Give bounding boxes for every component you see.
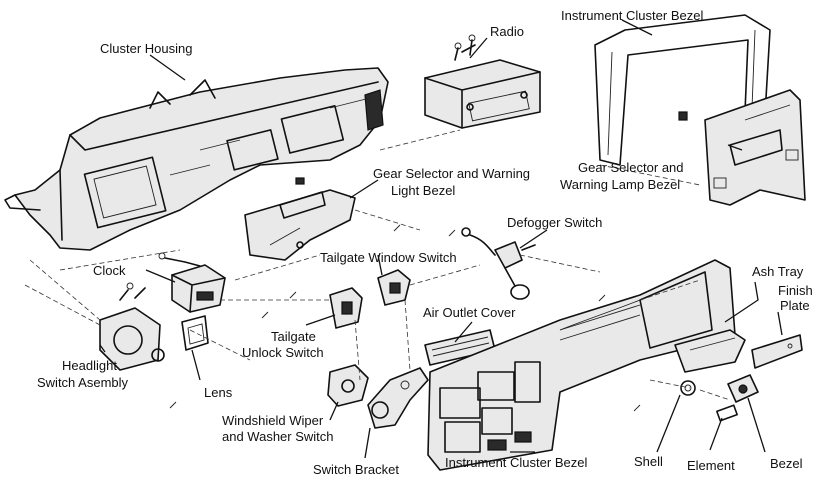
label-ash-tray: Ash Tray xyxy=(752,264,804,279)
label-gear-selector-warning-lamp-bezel-2: Warning Lamp Bezel xyxy=(560,177,680,192)
labels: Cluster Housing Radio Instrument Cluster… xyxy=(37,8,813,477)
label-gear-selector-warning-lamp-bezel-1: Gear Selector and xyxy=(578,160,684,175)
label-lens: Lens xyxy=(204,385,233,400)
label-air-outlet-cover: Air Outlet Cover xyxy=(423,305,516,320)
label-windshield-wiper-1: Windshield Wiper xyxy=(222,413,324,428)
label-instrument-cluster-bezel-top: Instrument Cluster Bezel xyxy=(561,8,703,23)
lighter-element-part xyxy=(716,404,738,422)
lighter-shell-part xyxy=(680,380,696,396)
windshield-wiper-washer-switch-part xyxy=(327,364,369,407)
lens-part xyxy=(181,315,209,351)
leader-lines xyxy=(99,19,783,459)
screws xyxy=(169,224,641,412)
defogger-switch-part xyxy=(461,227,536,300)
label-tailgate-unlock-switch-1: Tailgate xyxy=(271,329,316,344)
label-radio: Radio xyxy=(490,24,524,39)
ash-tray-part xyxy=(674,329,746,373)
cluster-housing-part xyxy=(4,67,389,251)
tailgate-unlock-switch-part xyxy=(329,287,363,329)
label-headlight-switch-1: Headlight xyxy=(62,358,117,373)
label-element: Element xyxy=(687,458,735,473)
label-bezel: Bezel xyxy=(770,456,803,471)
label-gear-selector-warning-light-bezel-1: Gear Selector and Warning xyxy=(373,166,530,181)
label-finish-plate-2: Plate xyxy=(780,298,810,313)
switch-bracket-part xyxy=(367,367,429,429)
radio-part xyxy=(424,34,541,129)
label-tailgate-window-switch: Tailgate Window Switch xyxy=(320,250,457,265)
label-windshield-wiper-2: and Washer Switch xyxy=(222,429,334,444)
assembly-lines xyxy=(24,129,731,401)
gear-selector-warning-light-bezel-part xyxy=(244,189,356,261)
label-shell: Shell xyxy=(634,454,663,469)
tailgate-window-switch-part xyxy=(377,269,411,306)
clock-part xyxy=(158,252,226,313)
label-cluster-housing: Cluster Housing xyxy=(100,41,193,56)
label-finish-plate-1: Finish xyxy=(778,283,813,298)
label-instrument-cluster-bezel-bottom: Instrument Cluster Bezel xyxy=(445,455,587,470)
headlight-switch-assembly-part xyxy=(99,282,165,371)
finish-plate-part xyxy=(751,334,803,369)
lighter-bezel-part xyxy=(727,374,759,403)
label-headlight-switch-2: Switch Asembly xyxy=(37,375,129,390)
label-tailgate-unlock-switch-2: Unlock Switch xyxy=(242,345,324,360)
label-defogger-switch: Defogger Switch xyxy=(507,215,602,230)
gear-selector-warning-lamp-bezel-part xyxy=(704,89,806,206)
label-switch-bracket: Switch Bracket xyxy=(313,462,399,477)
label-gear-selector-warning-light-bezel-2: Light Bezel xyxy=(391,183,455,198)
label-clock: Clock xyxy=(93,263,126,278)
